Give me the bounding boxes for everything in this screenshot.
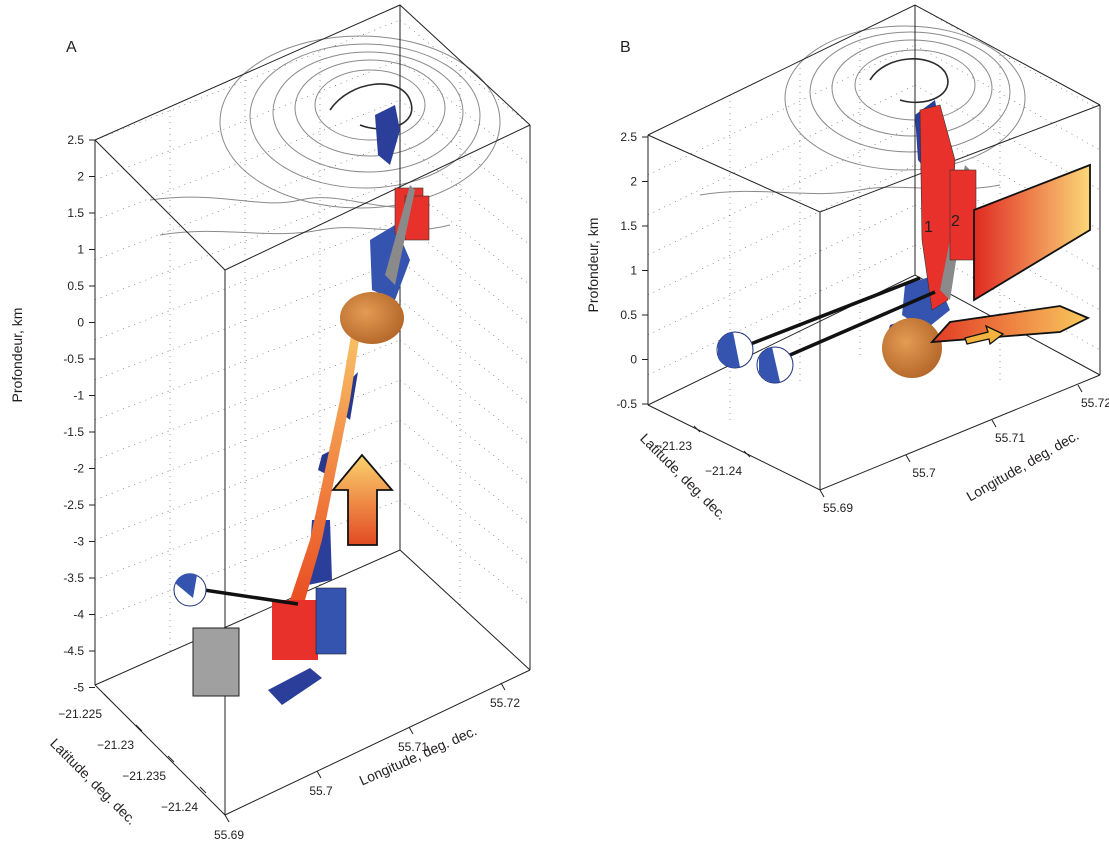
- magma-pathway: [290, 320, 362, 600]
- lon-tick-label: 55.72: [490, 696, 520, 710]
- focal-leader-line: [789, 290, 936, 357]
- lon-tick-label: 55.69: [823, 501, 853, 515]
- panel-b-dykes: 1 2: [919, 104, 977, 311]
- depth-tick-label: 1: [630, 264, 637, 278]
- lon-tick-label: 55.7: [309, 784, 333, 798]
- axis-tick: [1077, 384, 1083, 393]
- depth-tick-label: -2.5: [63, 498, 84, 512]
- axis-tick: [743, 450, 751, 458]
- lateral-arrow: [964, 324, 1005, 346]
- panel-b-topo-contours: [699, 25, 1026, 196]
- depth-tick-label: -4.5: [63, 644, 84, 658]
- magma-source-body: [340, 292, 404, 344]
- axis-tick: [991, 419, 997, 428]
- depth-tick-label: -5: [73, 681, 84, 695]
- deep-dyke-blue: [315, 587, 347, 655]
- dyke-number-1: 1: [924, 219, 933, 236]
- depth-tick-label: 0.5: [620, 308, 637, 322]
- panel-a-topo-contours: [149, 35, 501, 236]
- depth-tick-label: -3.5: [63, 571, 84, 585]
- depth-tick-label: 1: [77, 243, 84, 257]
- lon-tick-label: 55.71: [995, 431, 1025, 445]
- lat-tick-label: −21.24: [705, 464, 742, 478]
- panel-a-letter: A: [66, 39, 77, 56]
- axis-tick: [135, 724, 143, 732]
- depth-tick-label: 2.5: [67, 133, 84, 147]
- deep-dyke-red: [272, 600, 318, 660]
- axis-tick: [500, 682, 506, 691]
- depth-tick-label: -0.5: [63, 352, 84, 366]
- depth-tick-label: -1.5: [63, 425, 84, 439]
- lat-tick-label: −21.225: [58, 707, 102, 721]
- lat-tick-label: −21.23: [655, 439, 692, 453]
- axis-tick: [224, 814, 230, 823]
- panel-b-focal-mechanisms: [716, 276, 936, 384]
- panel-a-focal-mechanism: [173, 573, 299, 607]
- lon-tick-label: 55.72: [1081, 396, 1109, 410]
- panel-a-grid: [94, 19, 531, 655]
- depth-tick-label: -2: [73, 462, 84, 476]
- panel-a-box: [94, 4, 531, 816]
- magma-source-body: [882, 318, 942, 378]
- depth-tick-label: -0.5: [616, 397, 637, 411]
- propagation-fan: [973, 163, 1091, 302]
- panel-b: B: [585, 4, 1109, 523]
- dyke-number-2: 2: [951, 213, 960, 230]
- focal-leader-line: [747, 276, 921, 347]
- panel-a-dykes: [272, 185, 430, 660]
- panel-b-depth-label: Profondeur, km: [585, 218, 601, 313]
- focal-leader-line: [203, 588, 299, 606]
- panel-a-lat-axis: Latitude, deg. dec. −21.225−21.23−21.235…: [47, 693, 207, 828]
- grey-block: [192, 627, 240, 697]
- lat-tick-label: −21.23: [97, 738, 134, 752]
- depth-tick-label: 0: [77, 316, 84, 330]
- lon-tick-label: 55.69: [214, 828, 244, 842]
- lat-tick-label: −21.235: [122, 769, 166, 783]
- dyke-plane-grey: [385, 185, 415, 285]
- axis-tick: [103, 693, 111, 701]
- panel-b-lat-axis: Latitude, deg. dec. −21.23−21.24: [637, 425, 751, 523]
- panel-a: A: [9, 4, 531, 842]
- anomaly-body: [268, 668, 322, 705]
- axis-tick: [693, 425, 701, 433]
- axis-tick: [905, 454, 911, 463]
- panel-a-depth-axis: Profondeur, km 2.5 2 1.5 1 0.5 0 -0.5 -1 -1.5 -2 -…: [9, 133, 95, 695]
- depth-tick-label: 1.5: [67, 206, 84, 220]
- panel-a-depth-label: Profondeur, km: [9, 308, 25, 403]
- lateral-flow-sheet: [929, 305, 1091, 344]
- lon-tick-label: 55.71: [398, 740, 428, 754]
- axis-tick: [408, 726, 414, 735]
- upward-arrow: [331, 453, 394, 546]
- depth-tick-label: -4: [73, 608, 84, 622]
- panel-a-lon-axis: Longitude, deg. dec. 55.69 55.7 55.71 55.72: [214, 682, 520, 842]
- depth-tick-label: -3: [73, 535, 84, 549]
- axis-tick: [819, 489, 825, 498]
- depth-tick-label: 0.5: [67, 279, 84, 293]
- axis-tick: [167, 755, 175, 763]
- panel-a-lon-label: Longitude, deg. dec.: [357, 722, 479, 788]
- depth-tick-label: 0: [630, 353, 637, 367]
- depth-tick-label: 2: [630, 175, 637, 189]
- depth-tick-label: 2: [77, 170, 84, 184]
- lat-tick-label: −21.24: [161, 800, 198, 814]
- panel-b-depth-axis: Profondeur, km 2.5 2 1.5 1 0.5 0 -0.5: [585, 130, 648, 411]
- lon-tick-label: 55.7: [912, 466, 936, 480]
- depth-tick-label: -1: [73, 389, 84, 403]
- axis-tick: [316, 770, 322, 779]
- depth-tick-label: 2.5: [620, 130, 637, 144]
- axis-tick: [199, 786, 207, 794]
- panel-b-letter: B: [620, 39, 631, 56]
- anomaly-body: [375, 105, 400, 165]
- depth-tick-label: 1.5: [620, 219, 637, 233]
